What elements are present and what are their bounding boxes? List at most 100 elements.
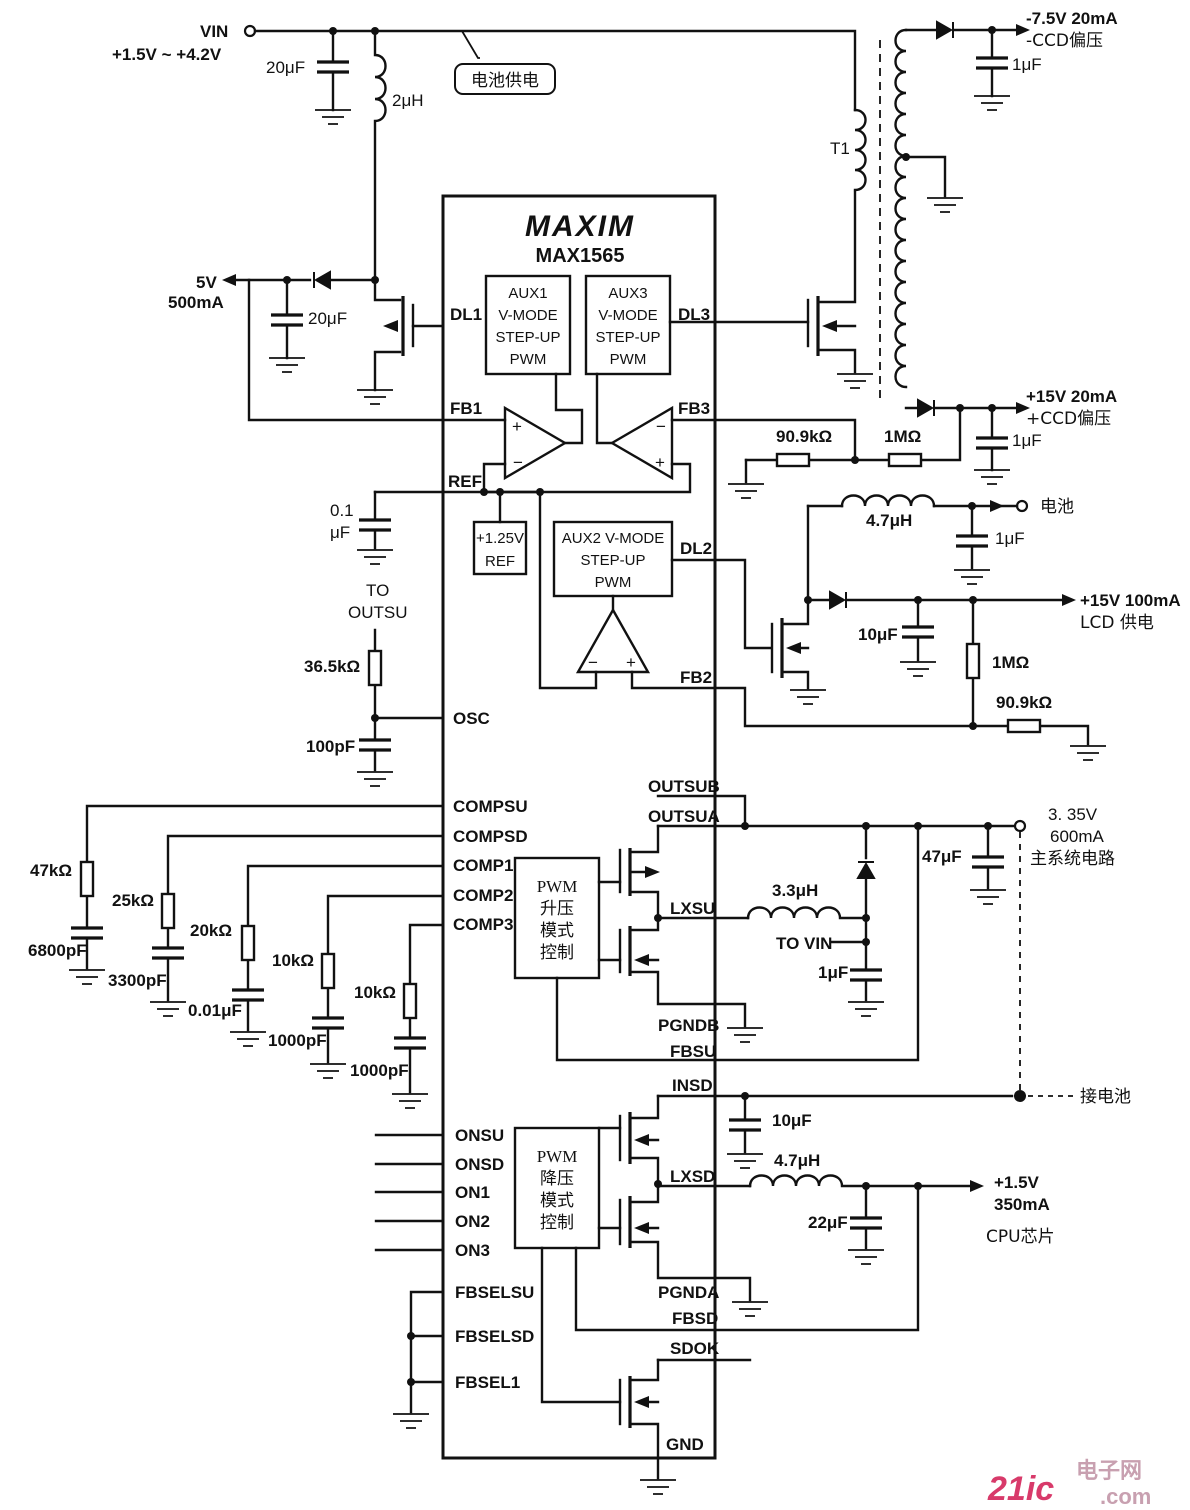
comp3-capacitor — [392, 1036, 428, 1050]
pin-osc: OSC — [453, 709, 490, 728]
sd-output-capacitor — [848, 1216, 884, 1230]
lxsu-inductor-value: 3.3μH — [772, 881, 818, 900]
svg-text:−: − — [656, 417, 666, 436]
pin-lxsd: LXSD — [670, 1167, 715, 1186]
fb3-high-resistor-value: 1MΩ — [884, 427, 921, 446]
ground-symbol — [899, 661, 937, 677]
pin-compsu: COMPSU — [453, 797, 528, 816]
pin-outsua: OUTSUA — [648, 807, 720, 826]
diode-lcd — [829, 590, 847, 610]
main-output-capacitor — [970, 855, 1006, 869]
output-5v-label: 5V — [196, 273, 217, 292]
lxsd-inductor-value: 4.7μH — [774, 1151, 820, 1170]
osc-resistor — [367, 649, 383, 687]
error-amp-3 — [609, 405, 674, 481]
transformer-t1-secondary — [894, 28, 908, 389]
pin-fbselsu: FBSELSU — [455, 1283, 534, 1302]
comp1-resistor-value: 20kΩ — [190, 921, 232, 940]
battery-connection-terminal — [1014, 1090, 1026, 1102]
pwm-up-line4: 控制 — [540, 943, 574, 963]
lcd-inductor-value: 4.7μH — [866, 511, 912, 530]
battery-connection-label: 接电池 — [1080, 1087, 1131, 1107]
cpu-output-note: CPU芯片 — [986, 1227, 1055, 1247]
comp1-resistor — [240, 924, 256, 962]
ccd-positive-cap-value: 1μF — [1012, 431, 1042, 450]
ground-symbol — [847, 1001, 885, 1017]
battery-label: 电池 — [1040, 497, 1074, 517]
output-5v-current: 500mA — [168, 293, 224, 312]
main-output-terminal — [1013, 819, 1027, 833]
resistor-fb2-high — [965, 642, 981, 680]
cpu-output-current: 350mA — [994, 1195, 1050, 1214]
ref-block-line2: REF — [485, 553, 515, 570]
ref-capacitor — [357, 518, 393, 532]
svg-text:+: + — [512, 417, 522, 436]
comp2-cap-value: 1000pF — [268, 1031, 327, 1050]
aux1-line3: STEP-UP — [495, 329, 560, 346]
pin-on1: ON1 — [455, 1183, 490, 1202]
transformer-t1-label: T1 — [830, 139, 850, 158]
vin-label: VIN — [200, 22, 228, 41]
pin-fb3: FB3 — [678, 399, 710, 418]
ground-symbol — [731, 1301, 769, 1317]
compsu-capacitor — [69, 926, 105, 940]
aux2-line3: PWM — [595, 574, 632, 591]
comp2-resistor — [320, 952, 336, 990]
lcd-output-note: LCD 供电 — [1080, 613, 1154, 633]
to-outsu-line1: TO — [366, 581, 389, 600]
aux3-line1: AUX3 — [608, 285, 647, 302]
input-inductor-value: 2μH — [392, 91, 424, 110]
ground-symbol — [391, 1093, 429, 1109]
osc-capacitor — [357, 738, 393, 752]
ground-symbol — [726, 1153, 764, 1169]
pin-onsd: ONSD — [455, 1155, 504, 1174]
pin-dl3: DL3 — [678, 305, 710, 324]
pwm-down-line2: 降压 — [540, 1169, 574, 1189]
lxsd-inductor — [748, 1174, 972, 1188]
pin-comp1: COMP1 — [453, 856, 513, 875]
fb2-low-resistor-value: 90.9kΩ — [996, 693, 1052, 712]
aux3-block — [584, 274, 672, 376]
main-output-voltage: 3. 35V — [1048, 805, 1098, 824]
ccd-negative-note: -CCD偏压 — [1026, 31, 1103, 51]
pin-ref: REF — [448, 472, 482, 491]
pin-fbsu: FBSU — [670, 1042, 716, 1061]
lcd-input-cap-value: 1μF — [995, 529, 1025, 548]
compsu-cap-value: 6800pF — [28, 941, 87, 960]
ground-symbol — [926, 197, 964, 213]
aux2-line2: STEP-UP — [580, 552, 645, 569]
aux3-line2: V-MODE — [598, 307, 657, 324]
reference-block — [472, 520, 528, 576]
to-outsu-line2: OUTSU — [348, 603, 408, 622]
diode-ccd-positive — [917, 398, 935, 418]
ref-block-line1: +1.25V — [476, 530, 524, 547]
error-amp-1 — [503, 405, 568, 481]
compsd-cap-value: 3300pF — [108, 971, 167, 990]
watermark-cn: 电子网 — [1076, 1458, 1142, 1483]
pin-lxsu: LXSU — [670, 899, 715, 918]
pin-on2: ON2 — [455, 1212, 490, 1231]
input-cap-value: 20μF — [266, 58, 305, 77]
pwm-up-line3: 模式 — [540, 921, 574, 941]
input-capacitor — [315, 60, 351, 74]
watermark-brand: 21ic — [987, 1470, 1054, 1508]
su-input-capacitor — [848, 968, 884, 982]
pin-sdok: SDOK — [670, 1339, 720, 1358]
pin-fbsd: FBSD — [672, 1309, 718, 1328]
pin-insd: INSD — [672, 1076, 713, 1095]
main-output-cap-value: 47μF — [922, 847, 962, 866]
aux2-line1: AUX2 V-MODE — [562, 530, 665, 547]
compsu-resistor — [79, 860, 95, 898]
lcd-output-capacitor — [900, 625, 936, 639]
ccd-negative-capacitor — [974, 56, 1010, 70]
osc-resistor-value: 36.5kΩ — [304, 657, 360, 676]
ccd-positive-note: +CCD偏压 — [1026, 409, 1111, 429]
pin-comp2: COMP2 — [453, 886, 513, 905]
compsd-resistor — [160, 892, 176, 930]
ground-symbol — [149, 1001, 187, 1017]
aux1-line2: V-MODE — [498, 307, 557, 324]
to-vin-label: TO VIN — [776, 934, 832, 953]
comp3-resistor-value: 10kΩ — [354, 983, 396, 1002]
ground-symbol — [314, 109, 352, 125]
